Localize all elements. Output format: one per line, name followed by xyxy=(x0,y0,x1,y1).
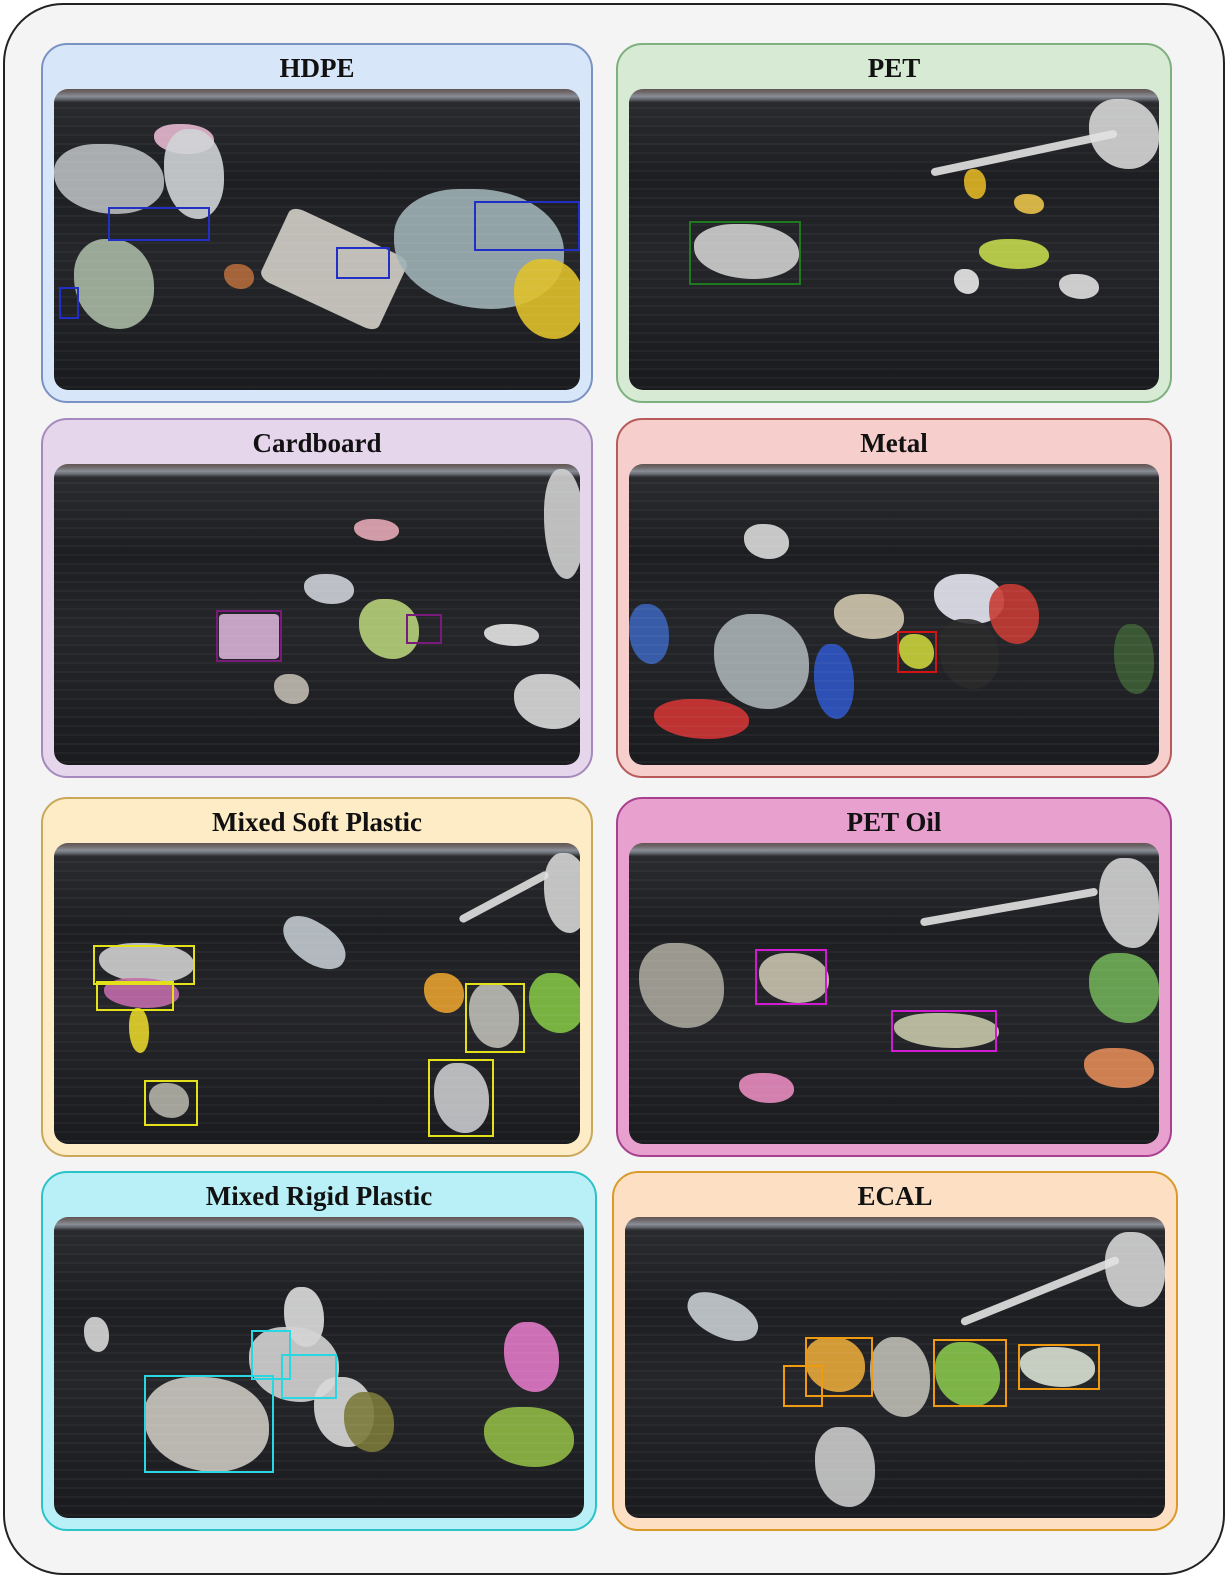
panel-metal: Metal xyxy=(616,418,1172,778)
panel-hdpe: HDPE xyxy=(41,43,593,403)
panel-mixed-soft-plastic: Mixed Soft Plastic xyxy=(41,797,593,1157)
bounding-box xyxy=(96,981,174,1011)
conveyor-photo xyxy=(625,1217,1165,1518)
bounding-box xyxy=(144,1080,198,1126)
conveyor-photo xyxy=(54,89,580,390)
panel-ecal: ECAL xyxy=(612,1171,1178,1531)
panel-title: Cardboard xyxy=(252,428,382,458)
bounding-box xyxy=(428,1059,494,1137)
bounding-box xyxy=(891,1010,997,1052)
bounding-box xyxy=(216,610,282,662)
panel-title: Metal xyxy=(860,428,928,458)
bounding-box xyxy=(59,287,79,319)
bounding-box xyxy=(1018,1344,1100,1390)
conveyor-photo xyxy=(629,843,1159,1144)
bounding-box xyxy=(689,221,801,285)
panel-title: HDPE xyxy=(279,53,355,83)
panel-pet: PET xyxy=(616,43,1172,403)
bounding-box xyxy=(406,614,442,644)
conveyor-photo xyxy=(629,89,1159,390)
panel-title: PET xyxy=(867,53,921,83)
bounding-box xyxy=(144,1375,274,1473)
bounding-box xyxy=(897,631,937,673)
bounding-box xyxy=(783,1365,823,1407)
panel-title: Mixed Rigid Plastic xyxy=(205,1181,433,1211)
bounding-box xyxy=(108,207,210,241)
bounding-box xyxy=(336,247,390,279)
bounding-box xyxy=(93,945,195,985)
figure-frame: HDPE PET xyxy=(3,3,1225,1575)
panel-title: Mixed Soft Plastic xyxy=(212,807,422,837)
panel-pet-oil: PET Oil xyxy=(616,797,1172,1157)
panel-title: PET Oil xyxy=(846,807,942,837)
panel-mixed-rigid-plastic: Mixed Rigid Plastic xyxy=(41,1171,597,1531)
conveyor-photo xyxy=(629,464,1159,765)
bounding-box xyxy=(755,949,827,1005)
bounding-box xyxy=(933,1339,1007,1407)
bounding-box xyxy=(465,983,525,1053)
panel-title: ECAL xyxy=(857,1181,933,1211)
conveyor-photo xyxy=(54,843,580,1144)
bounding-box xyxy=(805,1337,873,1397)
conveyor-photo xyxy=(54,1217,584,1518)
bounding-box xyxy=(281,1354,337,1399)
conveyor-photo xyxy=(54,464,580,765)
panel-cardboard: Cardboard xyxy=(41,418,593,778)
bounding-box xyxy=(474,201,580,251)
